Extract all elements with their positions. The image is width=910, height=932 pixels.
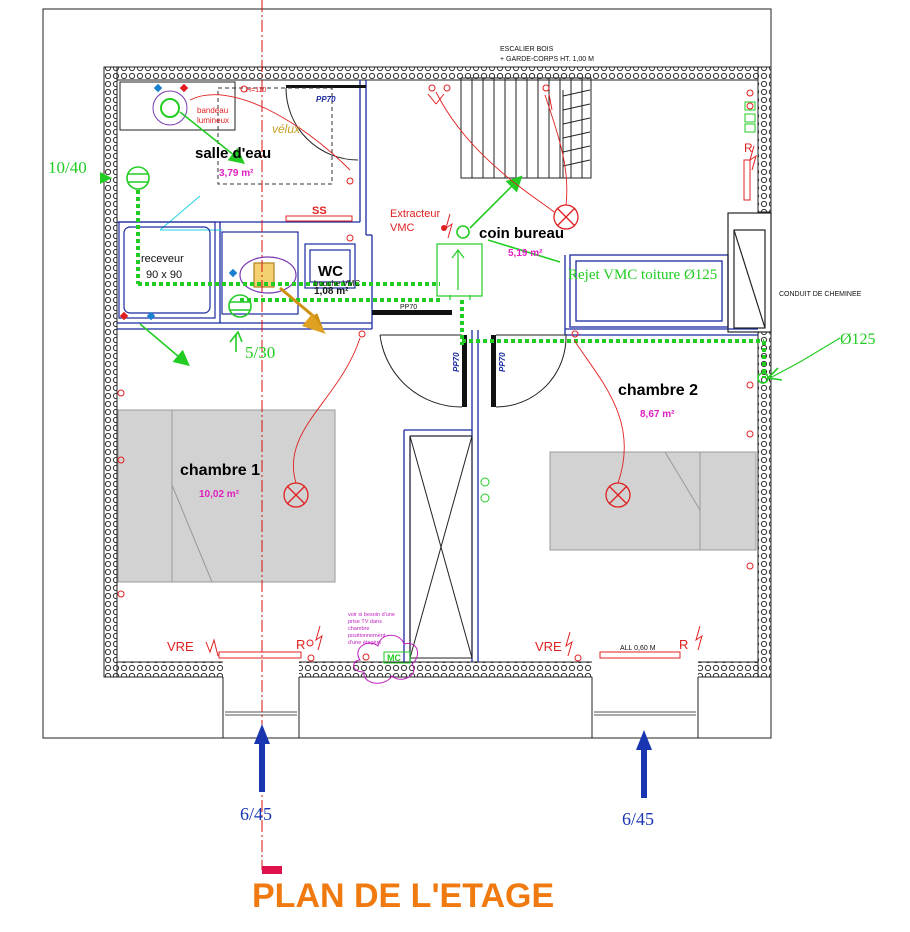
escalier-label-1: ESCALIER BOIS — [500, 46, 554, 53]
blue-sockets — [146, 83, 238, 321]
receveur-label-1: receveur — [141, 253, 184, 265]
note-line-4: positionnement — [348, 633, 386, 639]
velux-window — [217, 87, 333, 185]
area-chambre-1: 10,02 m² — [199, 489, 240, 500]
bouche-vmc-label: bouche VMC — [314, 279, 360, 288]
door-jambs — [286, 85, 496, 407]
r-left-label: R — [296, 637, 305, 652]
electric-wiring — [189, 91, 625, 484]
all-label: ALL 0,60 M — [620, 645, 656, 652]
window-recesses — [222, 677, 699, 738]
pp70-small-label: PP70 — [400, 304, 417, 311]
area-coin-bureau: 5,19 m² — [508, 248, 543, 259]
room-salle-eau: salle d'eau — [195, 145, 271, 162]
vent-530-label: 5/30 — [245, 343, 275, 362]
room-coin-bureau: coin bureau — [479, 225, 564, 242]
note-cloud — [353, 634, 419, 684]
room-wc: WC — [318, 263, 343, 280]
shower-tray — [118, 221, 216, 319]
green-boxes — [744, 101, 756, 133]
note-line-1: voir si besoin d'une — [348, 612, 395, 618]
arrow-left-label: 6/45 — [240, 804, 272, 824]
ss-label: SS — [312, 205, 327, 217]
area-chambre-2: 8,67 m² — [640, 409, 675, 420]
vmc-ducts — [136, 190, 766, 378]
site-outline — [42, 8, 772, 739]
exterior-wall — [103, 66, 772, 678]
note-line-2: prise TV dans — [348, 619, 382, 625]
velux-label: vélux — [272, 122, 301, 136]
corridor-closet — [409, 435, 473, 659]
vre-right-label: VRE — [535, 639, 562, 654]
chimney-duct — [727, 212, 772, 333]
plan-title: PLAN DE L'ETAGE — [252, 877, 554, 915]
beds — [117, 409, 757, 583]
pp70-left-label: PP70 — [452, 352, 461, 372]
room-chambre-1: chambre 1 — [180, 462, 260, 479]
bandeau-label-1: bandeau — [197, 106, 228, 115]
conduit-label: CONDUIT DE CHEMINEE — [779, 291, 862, 298]
r-right-label: R — [679, 637, 688, 652]
bathroom-basin — [119, 81, 236, 131]
pp70-top-label: PP70 — [316, 95, 336, 104]
note-line-3: chambre — [348, 626, 369, 632]
door-swings — [159, 87, 567, 408]
h110-label: H=110 — [246, 87, 266, 94]
r-top-label: R — [744, 141, 753, 155]
area-wc: 1,08 m² — [314, 286, 349, 297]
axis-marker — [262, 866, 282, 874]
rejet-label: Rejet VMC toiture Ø125 — [568, 267, 717, 283]
bed-chambre-2 — [549, 451, 757, 551]
vmc-arrows — [139, 111, 841, 381]
area-salle-eau: 3,79 m² — [219, 168, 254, 179]
view-arrows — [254, 724, 652, 798]
diam125-label: Ø125 — [840, 331, 876, 348]
room-chambre-2: chambre 2 — [618, 382, 698, 399]
arrow-right-label: 6/45 — [622, 809, 654, 829]
extracteur-label-1: Extracteur — [390, 208, 440, 220]
vmc-unit — [436, 243, 483, 300]
red-sockets — [119, 83, 447, 321]
vre-left-label: VRE — [167, 639, 194, 654]
bandeau-label-2: lumineux — [197, 116, 229, 125]
note-line-5: d'une étagère — [348, 640, 381, 646]
electric-symbols — [117, 84, 757, 662]
extracteur-label-2: VMC — [390, 222, 415, 234]
wc-fixtures — [221, 231, 356, 315]
pp70-right-label: PP70 — [498, 352, 507, 372]
staircase — [460, 77, 592, 179]
mc-label: MC — [387, 653, 401, 663]
vmc-flow-arrows — [100, 172, 243, 352]
vent-1040-label: 10/40 — [48, 158, 87, 177]
receveur-label-2: 90 x 90 — [146, 269, 182, 281]
escalier-label-2: + GARDE-CORPS HT. 1,00 M — [500, 56, 594, 63]
vmc-vents — [126, 166, 769, 503]
bed-chambre-1 — [117, 409, 336, 583]
